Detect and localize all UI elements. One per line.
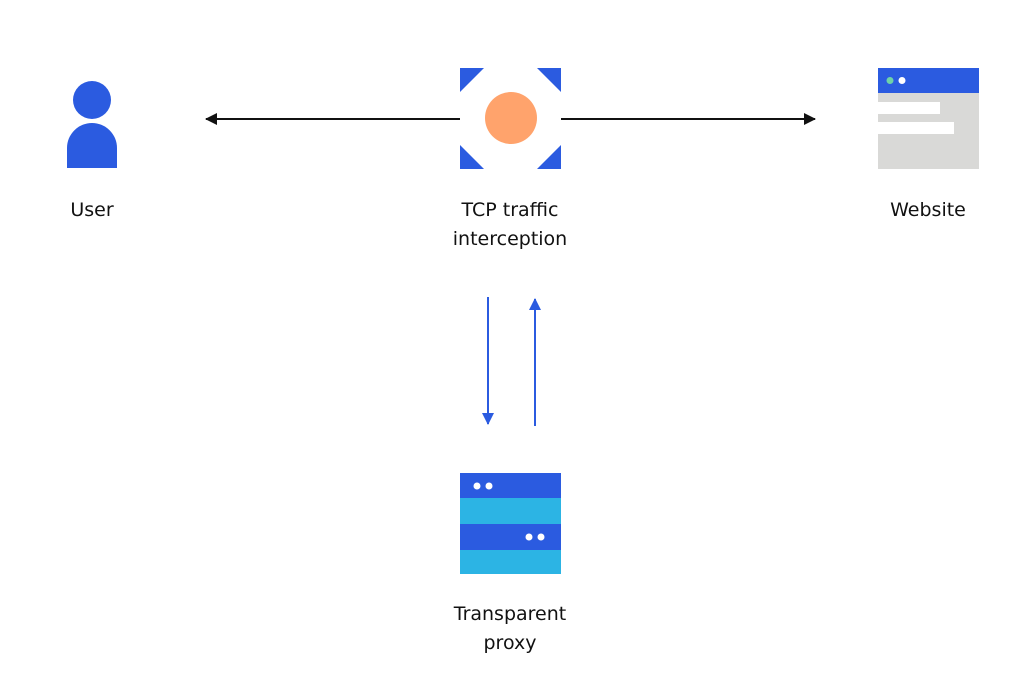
tcp-interception-label-line2: interception <box>452 228 568 250</box>
user-label: User <box>32 196 152 225</box>
user-icon <box>67 81 117 168</box>
server-icon <box>460 473 561 574</box>
proxy-label-line1: Transparent <box>453 603 567 625</box>
tcp-interception-label-line1: TCP traffic <box>461 199 559 221</box>
website-label: Website <box>868 196 988 225</box>
tcp-interception-label: TCP traffic interception <box>420 196 600 254</box>
proxy-label-line2: proxy <box>483 632 537 654</box>
website-label-text: Website <box>890 199 966 221</box>
user-label-text: User <box>70 199 114 221</box>
proxy-label: Transparent proxy <box>420 600 600 658</box>
browser-window-icon <box>878 68 979 169</box>
traffic-interception-icon <box>460 68 561 169</box>
